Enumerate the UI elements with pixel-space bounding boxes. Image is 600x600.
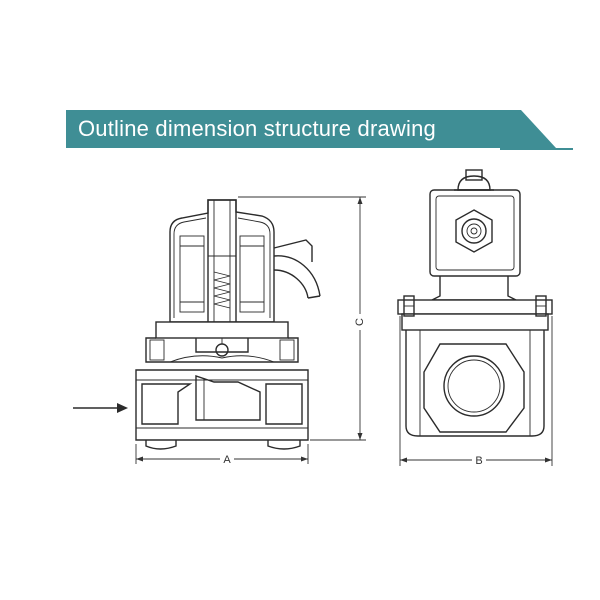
flow-direction-arrow	[73, 403, 128, 413]
dimension-a-label: A	[223, 454, 231, 466]
banner-title: Outline dimension structure drawing	[78, 116, 436, 141]
dimension-c-label: C	[354, 318, 366, 326]
banner-shape	[66, 110, 556, 148]
dimension-b-label: B	[475, 455, 482, 467]
plunger-assembly	[207, 199, 237, 325]
coil-nut	[455, 209, 493, 253]
coil-housing	[169, 199, 275, 323]
plunger-spring	[213, 271, 231, 309]
bonnet-flange	[397, 295, 553, 331]
cable-lead	[273, 239, 321, 299]
valve-body-side	[405, 330, 545, 437]
top-knob	[454, 169, 494, 191]
coil-neck	[431, 276, 517, 301]
dimension-b	[399, 316, 553, 466]
coil-housing-side	[429, 189, 521, 277]
valve-body	[135, 369, 309, 450]
bonnet	[145, 321, 299, 363]
side-port	[443, 355, 505, 417]
valve-front-view	[73, 196, 366, 464]
valve-side-view	[397, 169, 553, 466]
